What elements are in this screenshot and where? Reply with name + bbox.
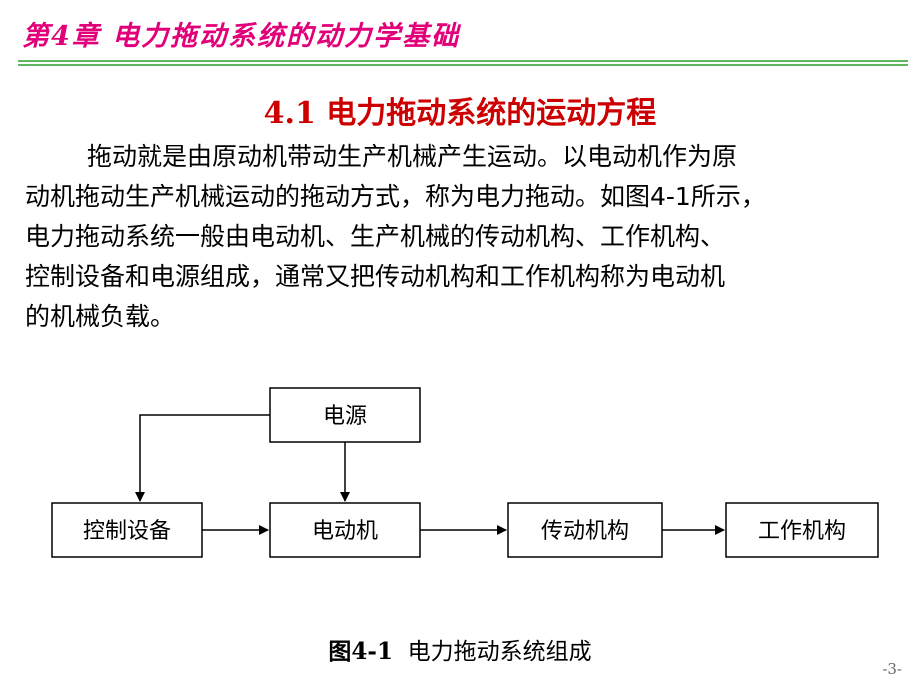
body-line: 控制设备和电源组成，通常又把传动机构和工作机构称为电动机 [25, 262, 726, 291]
body-line: 的机械负载。 [25, 302, 176, 331]
section-title: 4.1 电力拖动系统的运动方程 [263, 96, 657, 131]
page-number: -3- [882, 660, 902, 678]
header-divider [18, 60, 908, 62]
chapter-title: 第4章 电力拖动系统的动力学基础 [22, 21, 461, 52]
body-line: 动机拖动生产机械运动的拖动方式，称为电力拖动。如图4-1所示， [25, 182, 766, 211]
transmission-label: 传动机构 [541, 519, 629, 544]
body-paragraph: 拖动就是由原动机带动生产机械产生运动。以电动机作为原 动机拖动生产机械运动的拖动… [25, 137, 915, 337]
power-label: 电源 [323, 404, 367, 429]
body-line: 电力拖动系统一般由电动机、生产机械的传动机构、工作机构、 [25, 222, 726, 251]
body-line: 拖动就是由原动机带动生产机械产生运动。以电动机作为原 [87, 142, 738, 171]
control-label: 控制设备 [83, 519, 171, 544]
working-label: 工作机构 [758, 519, 846, 544]
figure-number: 图4-1 [328, 638, 393, 665]
figure-caption: 图4-1 电力拖动系统组成 [0, 632, 920, 666]
header-divider-secondary [18, 64, 908, 66]
edge-power-to-control [135, 414, 270, 502]
transmission-box [507, 502, 663, 558]
control-box [51, 502, 203, 558]
motor-label: 电动机 [312, 519, 378, 544]
motor-box [269, 502, 421, 558]
figure-caption-text: 电力拖动系统组成 [407, 639, 592, 665]
working-box [725, 502, 879, 558]
